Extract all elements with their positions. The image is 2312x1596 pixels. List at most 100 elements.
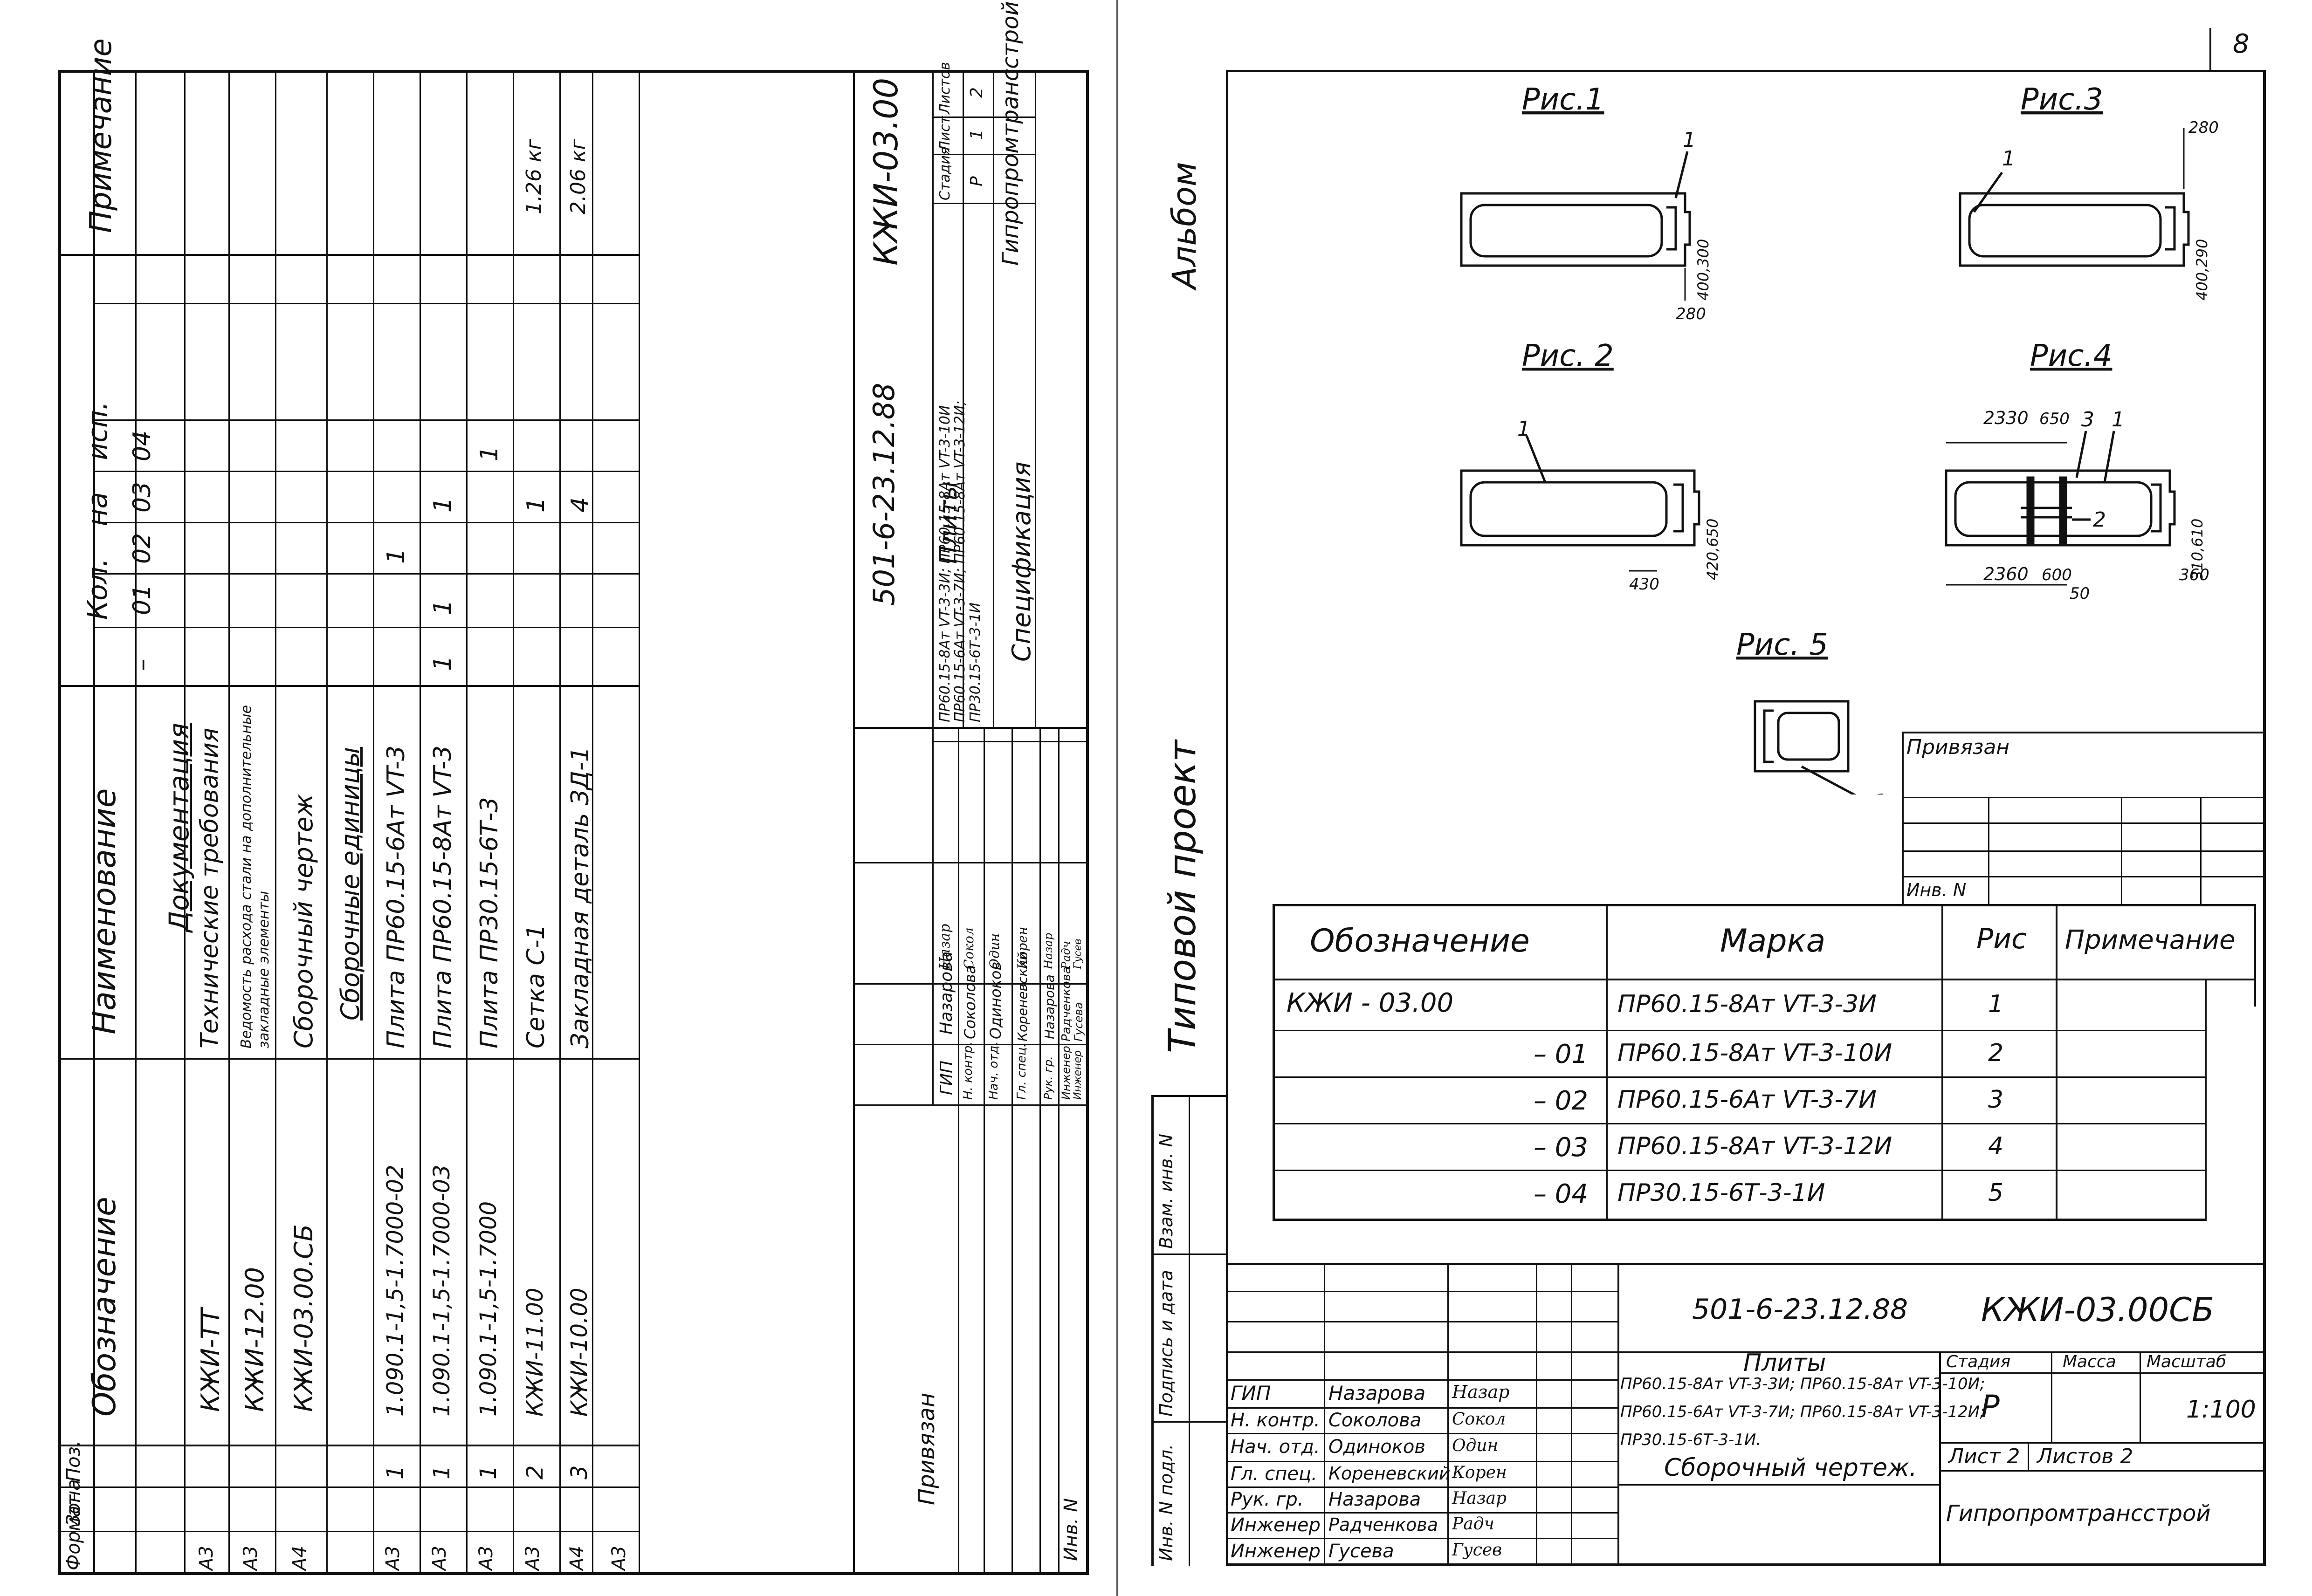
dim-text: 400,300 <box>1694 239 1712 301</box>
left-staff-signature: Сокол <box>961 927 977 969</box>
left-stage: Р <box>967 176 986 186</box>
spec-row-qty: 1 <box>475 445 503 461</box>
spec-row-designation: КЖИ-10.00 <box>566 1288 592 1417</box>
left-product-line3: ПР30.15-6Т-3-1И <box>967 602 984 722</box>
fig4-label: Рис.4 <box>2030 339 2112 373</box>
dim-text: 280 <box>1676 305 1706 323</box>
left-staff-name: Соколова <box>961 965 979 1039</box>
right-staff-role: Инженер <box>1231 1541 1321 1562</box>
right-staff-signature: Гусев <box>1452 1541 1502 1560</box>
marks-table: Обозначение Марка Рис Примечание КЖИ - 0… <box>1273 904 2256 1221</box>
spec-row-name: Плита ПР30.15-6Т-3 <box>475 797 503 1048</box>
left-org: Гипропромтрансстрой <box>998 1 1024 266</box>
fig3-label: Рис.3 <box>2021 82 2103 117</box>
left-doc-type: Спецификация <box>1007 461 1036 662</box>
spec-row-format: А3 <box>429 1546 450 1570</box>
left-doc-mark: КЖИ-03.00 <box>867 77 905 266</box>
right-scale: 1:100 <box>2186 1396 2256 1424</box>
spec-row-name: Плита ПР60.15-8Ат VT-3 <box>429 745 457 1048</box>
marks-header-mark: Марка <box>1720 923 1826 959</box>
spec-row-designation: 1.090.1-1,5-1.7000-03 <box>429 1164 455 1417</box>
callout-3: 3 <box>2081 408 2094 432</box>
left-staff-role: Нач. отд. <box>987 1041 1001 1100</box>
marks-row-fig: 4 <box>1988 1132 2004 1160</box>
dim-text: 280 <box>2188 118 2219 137</box>
marks-header-note: Примечание <box>2065 925 2236 955</box>
spec-row-format: А3 <box>475 1546 497 1570</box>
right-doc-type: Сборочный чертеж. <box>1664 1454 1917 1482</box>
marks-row-mark: ПР60.15-8Ат VT-3-3И <box>1617 990 1877 1018</box>
right-staff-name: Гусева <box>1328 1541 1394 1562</box>
header-format: Формат <box>63 1494 84 1570</box>
left-product-line1: ПР60.15-8Ат VT-3-3И; ПР60.15-8Ат VT-3-10… <box>937 405 953 722</box>
dim-text: 650 <box>2039 410 2070 428</box>
marks-row-fig: 5 <box>1988 1179 2004 1207</box>
spec-row-format: А4 <box>289 1546 310 1570</box>
right-sheet: 8 Взам. инв. N Подпись и дата Инв. N под… <box>1119 0 2312 1596</box>
right-doc-code: 501-6-23.12.88 <box>1692 1293 1908 1326</box>
dim-text: 2360 <box>1983 564 2029 584</box>
callout-1: 1 <box>1517 417 1530 441</box>
spec-row-format: А4 <box>566 1546 588 1570</box>
left-staff-name: Радченкова <box>1060 966 1073 1041</box>
side-stamp-signature: Подпись и дата <box>1156 1270 1177 1417</box>
fig1-label: Рис.1 <box>1522 82 1604 117</box>
qty-col-03: 03 <box>128 481 156 513</box>
sheet-number: 8 <box>2233 29 2250 59</box>
marks-row-designation: – 02 <box>1534 1086 1589 1116</box>
left-staff-role: Инженер <box>1060 1046 1073 1100</box>
callout-1: 1 <box>2112 408 2125 432</box>
inv-label: Инв. N <box>1906 880 1967 900</box>
marks-row-designation: – 01 <box>1534 1039 1589 1069</box>
header-pos: Поз. <box>63 1440 84 1482</box>
spec-row-name: Сборочный чертеж <box>289 794 318 1048</box>
right-staff-role: Гл. спец. <box>1231 1463 1317 1485</box>
spec-row-designation: 1.090.1-1,5-1.7000 <box>475 1201 502 1417</box>
right-staff-signature: Корен <box>1452 1463 1507 1482</box>
side-album: Альбом <box>1165 162 1204 289</box>
right-product-line2: ПР60.15-6Ат VT-3-7И; ПР60.15-8Ат VT-3-12… <box>1620 1403 1985 1421</box>
spec-row-designation: КЖИ-11.00 <box>522 1288 548 1417</box>
spec-row-name: Сборочные единицы <box>336 747 365 1021</box>
right-product-line3: ПР30.15-6Т-3-1И. <box>1620 1431 1762 1449</box>
spec-row-name: Ведомость расхода стали на дополнительны… <box>238 705 272 1048</box>
right-org: Гипропромтрансстрой <box>1946 1500 2211 1527</box>
qty-col-02: 02 <box>128 533 156 564</box>
left-staff-signature: Один <box>987 933 1002 969</box>
marks-row-mark: ПР60.15-6Ат VT-3-7И <box>1617 1086 1877 1114</box>
left-staff-name: Одиноков <box>987 961 1005 1039</box>
spec-row-designation: КЖИ-03.00.СБ <box>289 1224 318 1412</box>
spec-row-designation: 1.090.1-1,5-1.7000-02 <box>382 1164 408 1417</box>
callout-1: 1 <box>2002 147 2015 171</box>
left-sheet: Примечание Кол. на исп. Наименование Обо… <box>0 0 1119 1596</box>
marks-row-mark: ПР30.15-6Т-3-1И <box>1617 1179 1825 1207</box>
dim-text: 2330 <box>1983 408 2029 428</box>
right-staff-signature: Радч <box>1452 1514 1494 1534</box>
left-staff-signature: Назар <box>937 924 953 970</box>
right-sheets-text: Листов 2 <box>2037 1445 2133 1468</box>
left-staff-signature: Назар <box>1042 933 1055 969</box>
marks-row-fig: 2 <box>1988 1039 2004 1067</box>
right-mass-label: Масса <box>2063 1352 2116 1371</box>
figures-drawing: Рис.1 Рис.3 Рис. 2 Рис.4 Рис. 5 1 1 1 1 … <box>1460 82 2219 795</box>
marks-row-mark: ПР60.15-8Ат VT-3-10И <box>1617 1039 1892 1067</box>
left-stage-label: Стадия <box>937 146 953 200</box>
spec-row-name: Закладная деталь ЗД-1 <box>566 747 594 1048</box>
side-stamp-zamena: Взам. инв. N <box>1156 1134 1177 1249</box>
spec-row-note: 1.26 кг <box>522 139 546 214</box>
left-inv: Инв. N <box>1060 1498 1082 1561</box>
marks-row-fig: 3 <box>1988 1086 2004 1114</box>
spec-row-name: Документация <box>163 723 195 932</box>
sheet-divider <box>1116 0 1118 1596</box>
left-title-block: 501-6-23.12.88 КЖИ-03.00 Плиты ПР60.15-8… <box>853 1 1086 1575</box>
dim-text: 400,290 <box>2193 239 2211 301</box>
spec-row-qty: 1 <box>429 655 457 671</box>
header-qty: Кол. на исп. <box>82 401 113 620</box>
left-staff-role: Рук. гр. <box>1042 1056 1055 1100</box>
spec-row-qty: 4 <box>566 497 594 513</box>
right-staff-name: Кореневский <box>1328 1463 1451 1484</box>
callout-2: 2 <box>2093 508 2106 532</box>
spec-row-format: А3 <box>382 1546 404 1570</box>
fig2-label: Рис. 2 <box>1522 339 1614 373</box>
spec-row-pos: 3 <box>566 1465 592 1480</box>
